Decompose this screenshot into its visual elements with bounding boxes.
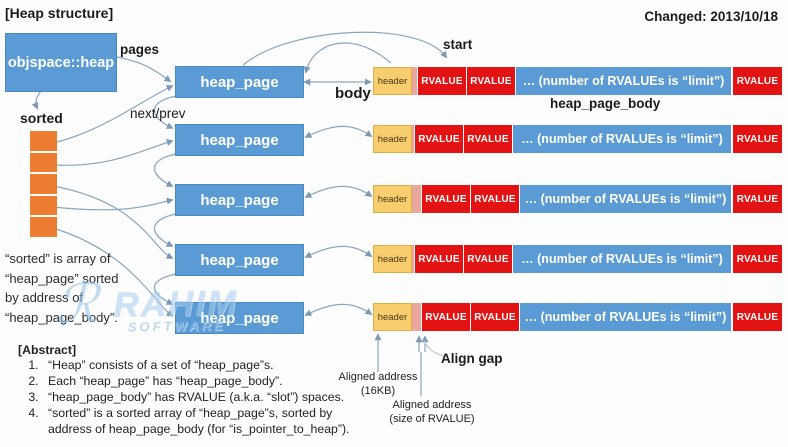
body-arrow-row3: [304, 185, 373, 198]
align-gap-label: Align gap: [441, 351, 503, 366]
heap-page-box: heap_page: [175, 66, 304, 98]
body-arrow-row2: [304, 125, 373, 138]
body-arrow-row4: [304, 245, 373, 258]
header-cell: header: [373, 245, 412, 273]
pages-arrow: [116, 56, 172, 82]
rvalue-cell: RVALUE: [418, 67, 466, 95]
next-prev-label: next/prev: [130, 106, 186, 121]
rvalue-cell: RVALUE: [415, 245, 463, 273]
rvalue-cell: RVALUE: [733, 303, 782, 331]
header-cell: header: [373, 303, 412, 331]
rvalue-cell: RVALUE: [471, 303, 519, 331]
heap-page-body-row: header RVALUE RVALUE … (number of RVALUE…: [373, 185, 782, 213]
rvalue-ellipsis-cell: … (number of RVALUEs is “limit”): [513, 125, 731, 153]
aligned-address-16kb-label: Aligned address (16KB): [338, 371, 418, 399]
rvalue-ellipsis-cell: … (number of RVALUEs is “limit”): [520, 303, 731, 331]
sorted-note-line: “sorted” is array of: [5, 251, 111, 266]
rvalue-cell: RVALUE: [471, 185, 519, 213]
abstract-block: [Abstract] “Heap” consists of a set of “…: [18, 343, 366, 438]
heap-page-box: heap_page: [175, 302, 304, 334]
sorted-cell: [30, 217, 57, 237]
rvalue-cell: RVALUE: [467, 67, 515, 95]
heap-page-box: heap_page: [175, 184, 304, 216]
sorted-fan-arrow-2: [52, 139, 174, 166]
next-prev-arrow-2: [153, 153, 177, 187]
body-label: body: [335, 85, 371, 102]
start-label: start: [443, 37, 473, 52]
rvalue-ellipsis-cell: … (number of RVALUEs is “limit”): [513, 245, 731, 273]
objspace-to-sorted-arrow: [31, 90, 42, 110]
abstract-item: “heap_page_body” has RVALUE (a.k.a. “slo…: [42, 390, 366, 406]
heap-page-body-row: header RVALUE RVALUE … (number of RVALUE…: [373, 303, 782, 331]
aligned-address-rvalue-label: Aligned address (size of RVALUE): [384, 399, 480, 427]
aligned-address-16kb-line1: Aligned address: [338, 371, 418, 383]
start-arc-arrow: [242, 31, 448, 66]
changed-date: Changed: 2013/10/18: [644, 9, 778, 24]
align-gap-cell: [412, 185, 421, 213]
abstract-item: Each “heap_page” has “heap_page_body”.: [42, 374, 366, 390]
sorted-cell: [30, 174, 57, 194]
header-cell: header: [373, 185, 412, 213]
heap-page-body-row: header RVALUE RVALUE … (number of RVALUE…: [373, 67, 782, 95]
sorted-note-line: “heap_page” sorted: [5, 270, 119, 286]
abstract-list: “Heap” consists of a set of “heap_page”s…: [18, 358, 366, 438]
sorted-note-line: by address of: [5, 290, 84, 305]
sorted-fan-arrow-3: [52, 185, 174, 259]
abstract-item: “sorted” is a sorted array of “heap_page…: [42, 406, 366, 438]
rvalue-cell: RVALUE: [464, 245, 512, 273]
align-gap-cell: [412, 67, 417, 95]
rvalue-cell: RVALUE: [733, 125, 782, 153]
sorted-array: [30, 131, 57, 237]
rvalue-cell: RVALUE: [464, 125, 512, 153]
heap-page-box: heap_page: [175, 244, 304, 276]
heap-page-body-label: heap_page_body: [550, 96, 661, 111]
sorted-cell: [30, 195, 57, 215]
sorted-cell: [30, 152, 57, 172]
aligned-address-rvalue-line2: (size of RVALUE): [389, 412, 475, 425]
align-gap-cell: [412, 245, 414, 273]
body-arrow-row5: [304, 303, 373, 316]
abstract-title: [Abstract]: [18, 343, 77, 357]
rvalue-cell: RVALUE: [733, 185, 782, 213]
next-prev-arrow-3: [153, 213, 177, 247]
pages-label: pages: [120, 42, 160, 57]
heap-page-body-row: header RVALUE RVALUE … (number of RVALUE…: [373, 245, 782, 273]
abstract-item: “Heap” consists of a set of “heap_page”s…: [42, 358, 366, 374]
rvalue-cell: RVALUE: [422, 185, 470, 213]
align-gap-cell: [412, 303, 421, 331]
rvalue-cell: RVALUE: [733, 245, 782, 273]
heap-page-box: heap_page: [175, 124, 304, 156]
rvalue-ellipsis-cell: … (number of RVALUEs is “limit”): [520, 185, 731, 213]
sorted-fan-arrow-4: [52, 197, 174, 211]
sorted-note: “sorted” is array of “heap_page” sorted by…: [5, 249, 175, 327]
sorted-label: sorted: [20, 110, 63, 126]
header-cell: header: [373, 125, 412, 153]
aligned-address-rvalue-line1: Aligned address: [392, 399, 472, 411]
page-title: [Heap structure]: [5, 5, 114, 21]
rvalue-cell: RVALUE: [733, 67, 782, 95]
sorted-cell: [30, 131, 57, 151]
rvalue-cell: RVALUE: [422, 303, 470, 331]
header-cell: header: [373, 67, 412, 95]
objspace-heap-box: objspace::heap: [5, 33, 117, 92]
rvalue-cell: RVALUE: [415, 125, 463, 153]
heap-page-body-row: header RVALUE RVALUE … (number of RVALUE…: [373, 125, 782, 153]
align-gap-cell: [412, 125, 414, 153]
sorted-note-line: “heap_page_body”.: [5, 309, 118, 325]
rvalue-ellipsis-cell: … (number of RVALUEs is “limit”): [516, 67, 731, 95]
aligned-address-16kb-line2: (16KB): [360, 384, 396, 397]
